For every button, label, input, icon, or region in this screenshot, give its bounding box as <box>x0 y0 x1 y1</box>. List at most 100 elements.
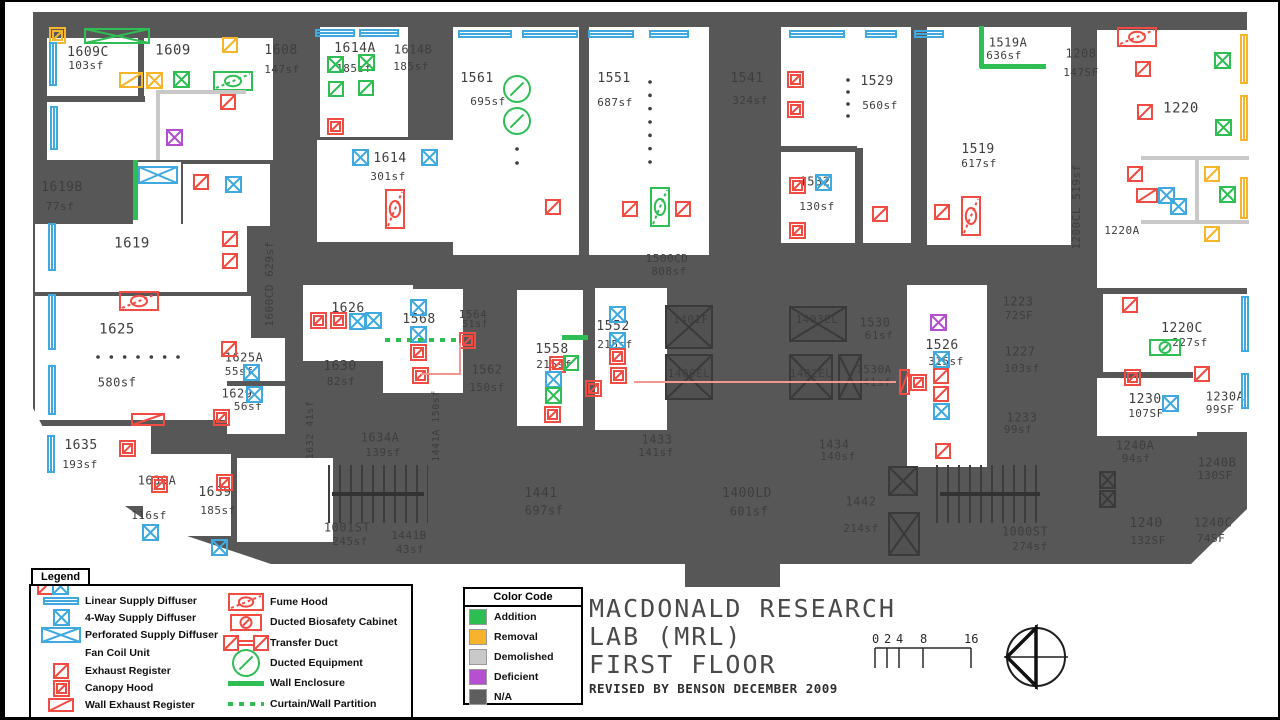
room-label: 1500CD <box>645 252 689 266</box>
room-label: 1220C <box>1161 321 1203 337</box>
wall-exhaust-register-icon <box>1136 187 1158 203</box>
room-label: 103sf <box>68 59 104 73</box>
elevator-shaft-icon <box>1098 471 1116 489</box>
room-label: 215sf <box>536 358 572 372</box>
elevator-shaft-icon <box>888 466 918 496</box>
legend-item: Perforated Supply Diffuser <box>37 626 218 643</box>
curtain-wall-partition-icon <box>228 701 265 706</box>
room-label: 1240B <box>1197 455 1237 470</box>
canopy-hood-icon <box>458 331 476 349</box>
room-label: 1625A <box>224 350 264 365</box>
room-label: 41sf <box>863 377 892 389</box>
svg-text:16: 16 <box>964 632 978 646</box>
exhaust-register-icon <box>358 80 374 96</box>
four-way-supply-diffuser-icon <box>814 173 832 191</box>
wall-enclosure-line-icon <box>1141 156 1249 160</box>
stairs <box>328 465 428 523</box>
title-line-2: LAB (MRL) <box>589 622 743 651</box>
exhaust-register-icon <box>935 443 951 459</box>
legend-item: 4-Way Supply Diffuser <box>37 609 218 627</box>
room-label: 1200CL 519sf <box>1070 164 1084 250</box>
legend-item: Transfer Duct <box>222 633 397 652</box>
elevator-shaft-icon <box>789 354 833 400</box>
room-label: 132SF <box>1130 534 1166 548</box>
room-label: 139sf <box>365 446 401 460</box>
four-way-supply-diffuser-icon <box>420 148 438 166</box>
wall <box>47 96 145 102</box>
perforated-supply-diffuser-icon <box>37 626 85 643</box>
room-label: 1564 <box>458 308 488 322</box>
room-label: 116sf <box>131 509 167 523</box>
room-label: 1625 <box>99 321 135 338</box>
room-label: 1614A <box>334 41 376 57</box>
room-label: 1530A <box>856 363 892 377</box>
room-label: 601sf <box>729 504 769 519</box>
exhaust-register-icon <box>545 199 561 215</box>
north-arrow-icon <box>1004 624 1068 690</box>
fume-hood-icon <box>961 196 981 236</box>
legend-item-label: Perforated Supply Diffuser <box>85 628 219 641</box>
legend-item-label: Transfer Duct <box>270 636 338 649</box>
room-label: 1635 <box>64 438 98 454</box>
room-label: 1400LD <box>722 486 772 502</box>
room-label: 1227 <box>1004 344 1036 359</box>
ducted-equipment-icon <box>503 107 531 135</box>
four-way-supply-diffuser-icon <box>932 402 950 420</box>
canopy-hood-icon <box>584 379 602 397</box>
color-code-item: Addition <box>465 607 581 627</box>
room <box>35 224 247 292</box>
canopy-hood-icon <box>215 473 233 491</box>
room-label: 214sf <box>843 522 879 536</box>
room-label: 1233 <box>1006 410 1038 425</box>
linear-supply-diffuser-icon <box>914 30 944 38</box>
title-line-1: MACDONALD RESEARCH <box>589 594 896 623</box>
room <box>1097 378 1197 436</box>
room-label: 808sf <box>651 265 687 279</box>
wall-enclosure-line-icon <box>980 63 1046 69</box>
linear-supply-diffuser-icon <box>522 30 578 38</box>
canopy-hood-icon <box>609 366 627 384</box>
four-way-supply-diffuser-icon <box>1218 185 1236 203</box>
dot-row-icon <box>515 147 519 165</box>
room-label: 1526 <box>925 338 959 354</box>
room-label: 1001ST <box>323 520 371 535</box>
legend-item-label: Fume Hood <box>270 596 328 609</box>
wall <box>227 381 285 386</box>
linear-supply-diffuser-icon <box>359 29 399 37</box>
exhaust-register-icon <box>193 174 209 190</box>
room-label: 147sf <box>264 63 300 77</box>
four-way-supply-diffuser-icon <box>1213 51 1231 69</box>
canopy-hood-icon <box>326 117 344 135</box>
legend-item-label: Wall Exhaust Register <box>85 699 195 712</box>
linear-supply-diffuser-icon <box>649 30 689 38</box>
exhaust-register-icon <box>1135 61 1151 77</box>
room-label: 185sf <box>336 62 372 76</box>
room-label: 185sf <box>393 60 429 74</box>
canopy-hood-icon <box>212 408 230 426</box>
room-label: 1441 <box>524 486 558 502</box>
four-way-supply-diffuser-icon <box>242 363 260 381</box>
four-way-supply-diffuser-icon <box>245 385 263 403</box>
room-label: 695sf <box>470 95 506 109</box>
color-swatch <box>469 689 487 705</box>
room-label: 150sf <box>469 381 505 395</box>
room <box>35 296 251 420</box>
room-label: 1609C <box>67 45 109 61</box>
wall-exhaust-register-icon <box>898 369 910 395</box>
room-label: 77sf <box>45 200 75 214</box>
four-way-supply-diffuser-icon <box>929 313 947 331</box>
room-label: 43sf <box>395 543 425 557</box>
svg-text:8: 8 <box>920 632 927 646</box>
canopy-hood-icon <box>329 311 347 329</box>
fume-hood-icon <box>228 593 265 612</box>
canopy-hood-icon <box>37 679 85 697</box>
four-way-supply-diffuser-icon <box>1214 118 1232 136</box>
room <box>237 458 333 542</box>
room-label: 1619B <box>41 180 83 196</box>
four-way-supply-diffuser-icon <box>165 128 183 146</box>
four-way-supply-diffuser-icon <box>1161 394 1179 412</box>
room-label: 687sf <box>597 96 633 110</box>
linear-supply-diffuser-icon <box>48 294 56 350</box>
elevator-shaft-icon <box>838 354 862 400</box>
